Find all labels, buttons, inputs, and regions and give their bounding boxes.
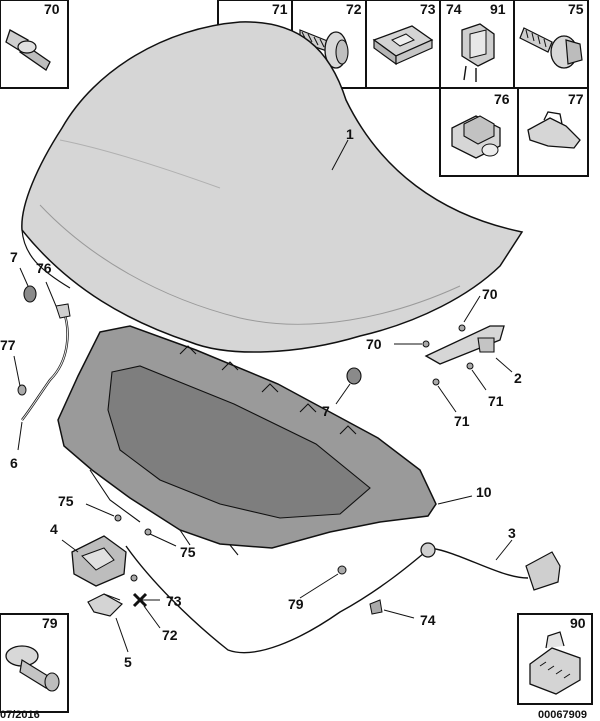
- fastener-79: [337, 565, 347, 575]
- fastener-74: [369, 599, 383, 615]
- fastener-75-a: [114, 514, 122, 522]
- callout-5: 5: [124, 654, 132, 670]
- bonnet-panel: [21, 21, 524, 353]
- box-72-label: 72: [346, 1, 362, 17]
- box-74-label: 74: [446, 1, 462, 17]
- support-rod: [21, 303, 71, 421]
- box-74-91: 74 91: [439, 0, 515, 89]
- leader-lines: [13, 139, 513, 653]
- box-73: 73: [365, 0, 441, 89]
- hex-bolt-icon: [519, 27, 583, 69]
- box-75-label: 75: [568, 1, 584, 17]
- hood-latch: [71, 535, 127, 587]
- fastener-70-upper: [458, 324, 466, 332]
- callout-3: 3: [508, 525, 516, 541]
- callout-74: 74: [420, 612, 436, 628]
- clip-plate-icon: [372, 25, 434, 66]
- box-75: 75: [513, 0, 589, 89]
- grommet-icon: [451, 115, 501, 159]
- callout-77: 77: [0, 337, 16, 353]
- callout-71-lower: 71: [454, 413, 470, 429]
- box-77: 77: [517, 87, 589, 177]
- bump-stop-icon: [529, 631, 581, 695]
- flange-bolt-icon: [5, 29, 51, 71]
- callout-73: 73: [166, 593, 182, 609]
- callout-4: 4: [50, 521, 58, 537]
- box-73-label: 73: [420, 1, 436, 17]
- hood-bracket: [424, 325, 505, 365]
- callout-7-left: 7: [10, 249, 18, 265]
- box-70: 70: [0, 0, 69, 89]
- callout-1: 1: [346, 126, 354, 142]
- callout-71-right: 71: [488, 393, 504, 409]
- fastener-75-b: [144, 528, 152, 536]
- push-rivet-icon: [5, 645, 60, 692]
- callout-75-right: 75: [180, 544, 196, 560]
- callout-72: 72: [162, 627, 178, 643]
- box-90: 90: [517, 613, 593, 705]
- fastener-7-center: [346, 367, 362, 385]
- box-76: 76: [439, 87, 519, 177]
- fastener-71-b: [466, 362, 474, 370]
- box-79-label: 79: [42, 615, 58, 631]
- callout-10: 10: [476, 484, 492, 500]
- spring-clip-icon: [527, 111, 581, 149]
- fastener-7-left: [23, 285, 37, 303]
- latch-handle: [87, 593, 123, 617]
- box-70-label: 70: [44, 1, 60, 17]
- box-76-label: 76: [494, 91, 510, 107]
- fastener-71-a: [432, 378, 440, 386]
- callout-79: 79: [288, 596, 304, 612]
- fastener-70-lower: [422, 340, 430, 348]
- callout-76: 76: [36, 260, 52, 276]
- callout-2: 2: [514, 370, 522, 386]
- box-77-label: 77: [568, 91, 584, 107]
- footer-date: 07/2016: [0, 709, 40, 721]
- box-90-label: 90: [570, 615, 586, 631]
- box-71-label: 71: [272, 1, 288, 17]
- callout-70-upper: 70: [482, 286, 498, 302]
- hood-insulator: [57, 325, 437, 556]
- box-79: 79: [0, 613, 69, 713]
- release-cable: [125, 542, 561, 654]
- callout-6: 6: [10, 455, 18, 471]
- footer-ref: 00067909: [538, 709, 587, 721]
- cable-clip-icon: [461, 23, 495, 82]
- callout-7-center: 7: [322, 403, 330, 419]
- fastener-73: [130, 574, 138, 582]
- box-91-label: 91: [490, 1, 506, 17]
- fastener-77: [17, 384, 27, 396]
- callout-70-lower: 70: [366, 336, 382, 352]
- callout-75-left: 75: [58, 493, 74, 509]
